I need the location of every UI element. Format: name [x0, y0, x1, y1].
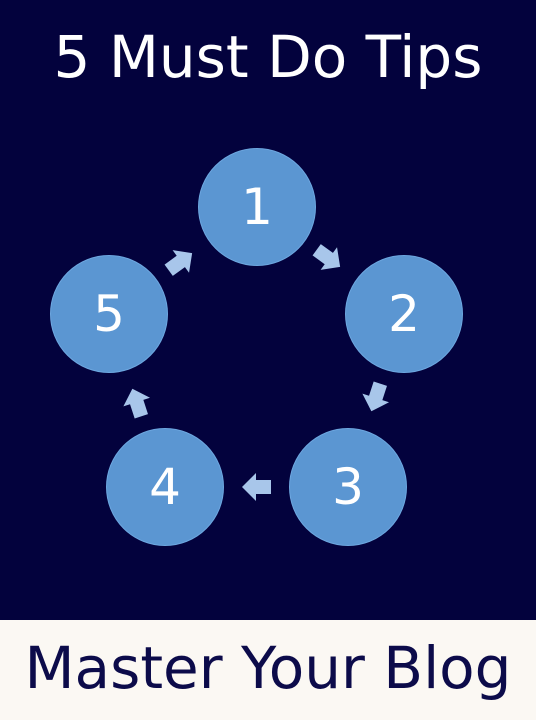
- arrow-layer: [123, 244, 390, 501]
- step-5-label: 5: [93, 285, 125, 343]
- step-3-label: 3: [332, 458, 364, 516]
- dark-panel: 5 Must Do Tips 1 2 3 4 5: [0, 0, 536, 620]
- step-4-label: 4: [149, 458, 181, 516]
- footer-title: Master Your Blog: [24, 634, 512, 702]
- step-3-circle: 3: [289, 428, 407, 546]
- arrow-4-to-5-icon: [123, 388, 151, 419]
- step-1-label: 1: [241, 178, 273, 236]
- step-5-circle: 5: [50, 255, 168, 373]
- footer-band: Master Your Blog: [0, 620, 536, 720]
- step-4-circle: 4: [106, 428, 224, 546]
- cycle-diagram: 1 2 3 4 5: [50, 148, 463, 546]
- arrow-3-to-4-icon: [242, 473, 271, 501]
- arrow-5-to-1-icon: [164, 250, 193, 276]
- step-2-circle: 2: [345, 255, 463, 373]
- step-1-circle: 1: [198, 148, 316, 266]
- arrow-2-to-3-icon: [362, 381, 390, 412]
- cycle-arrows: [123, 244, 390, 501]
- step-2-label: 2: [388, 285, 420, 343]
- arrow-1-to-2-icon: [312, 244, 341, 270]
- page-title: 5 Must Do Tips: [53, 23, 483, 91]
